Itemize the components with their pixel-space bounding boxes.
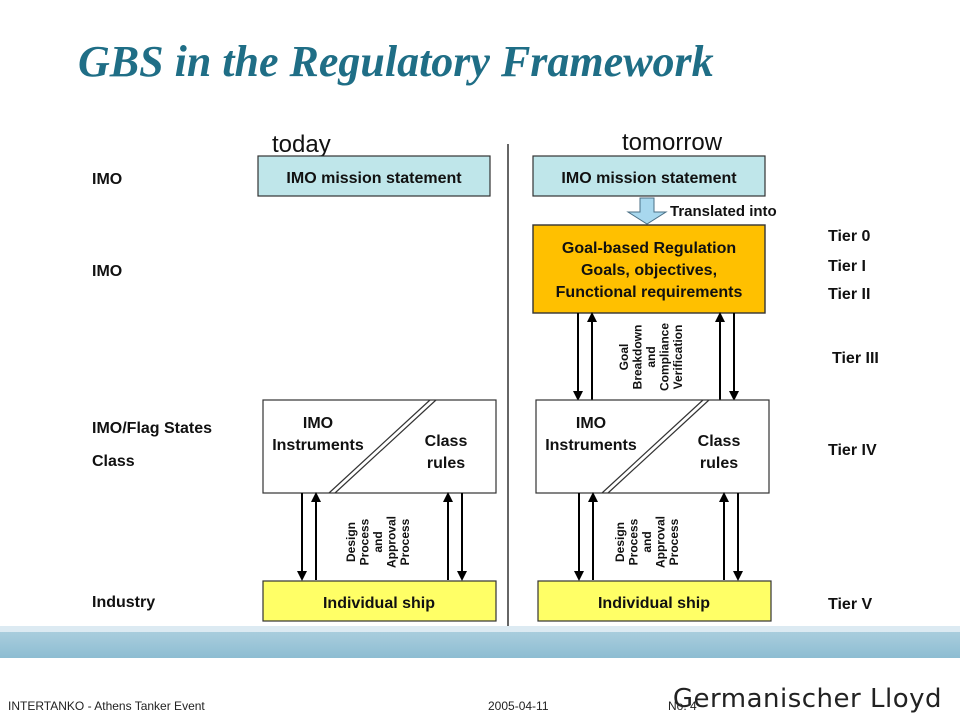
column-tomorrow-label: tomorrow: [622, 129, 723, 156]
today-imo-label: IMO: [303, 415, 333, 432]
rotated-text-line: Compliance: [658, 323, 672, 391]
tomorrow-imo-label: IMO: [576, 415, 606, 432]
today-class-label: Class: [425, 433, 468, 450]
footer-band: [0, 632, 960, 658]
translated-into-label: Translated into: [670, 203, 777, 220]
goal-based-regulation-box: [532, 224, 766, 314]
today-mission-box: [257, 155, 491, 197]
translated-into-arrow: [626, 197, 668, 225]
today-ship-box: [262, 580, 497, 622]
tier-0-label: Tier 0: [828, 228, 871, 245]
tier-4-label: Tier IV: [828, 442, 877, 459]
tomorrow-instruments-label: Instruments: [545, 437, 637, 454]
tomorrow-rules-label: rules: [700, 455, 738, 472]
today-mission-text: IMO mission statement: [286, 170, 462, 187]
label-imo-flag-states: IMO/Flag States: [92, 420, 212, 437]
label-class: Class: [92, 453, 135, 470]
tomorrow-ship-text: Individual ship: [598, 595, 710, 612]
rotated-text-line: Approval: [654, 516, 668, 568]
footer-event: INTERTANKO - Athens Tanker Event: [8, 699, 205, 713]
goal-based-regulation-line: Goals, objectives,: [581, 262, 717, 279]
footer-page-number: No. 4: [668, 699, 697, 713]
rotated-text-line: Verification: [671, 325, 685, 390]
rotated-text-line: Design: [344, 522, 358, 562]
tier-2-label: Tier II: [828, 286, 870, 303]
rotated-text-line: and: [644, 346, 658, 367]
tier-3-label: Tier III: [832, 350, 879, 367]
germanischer-lloyd-logo: Germanischer Lloyd: [672, 684, 942, 714]
tomorrow-mission-box: [532, 155, 766, 197]
goal-based-regulation-line: Functional requirements: [556, 284, 743, 301]
rotated-text-line: and: [371, 531, 385, 552]
rotated-text-line: Process: [358, 518, 372, 565]
rotated-text-line: and: [640, 531, 654, 552]
rotated-text-line: Design: [613, 522, 627, 562]
tier-1-label: Tier I: [828, 258, 866, 275]
rotated-text-line: Process: [627, 518, 641, 565]
rotated-text-line: Breakdown: [631, 325, 645, 390]
footer-band-highlight: [0, 626, 960, 632]
tomorrow-ship-box: [537, 580, 772, 622]
today-rules-label: rules: [427, 455, 465, 472]
tier-5-label: Tier V: [828, 596, 873, 613]
column-today-label: today: [272, 131, 331, 158]
label-industry: Industry: [92, 594, 155, 611]
today-ship-text: Individual ship: [323, 595, 435, 612]
today-instruments-label: Instruments: [272, 437, 364, 454]
label-imo-middle: IMO: [92, 263, 122, 280]
footer-date: 2005-04-11: [488, 699, 549, 713]
page-title: GBS in the Regulatory Framework: [78, 37, 714, 86]
rotated-text-line: Approval: [385, 516, 399, 568]
tomorrow-class-label: Class: [698, 433, 741, 450]
label-imo-top: IMO: [92, 171, 122, 188]
rotated-text-line: Process: [398, 518, 412, 565]
tomorrow-mission-text: IMO mission statement: [561, 170, 737, 187]
goal-based-regulation-line: Goal-based Regulation: [562, 240, 736, 257]
rotated-text-line: Goal: [617, 344, 631, 371]
rotated-text-line: Process: [667, 518, 681, 565]
